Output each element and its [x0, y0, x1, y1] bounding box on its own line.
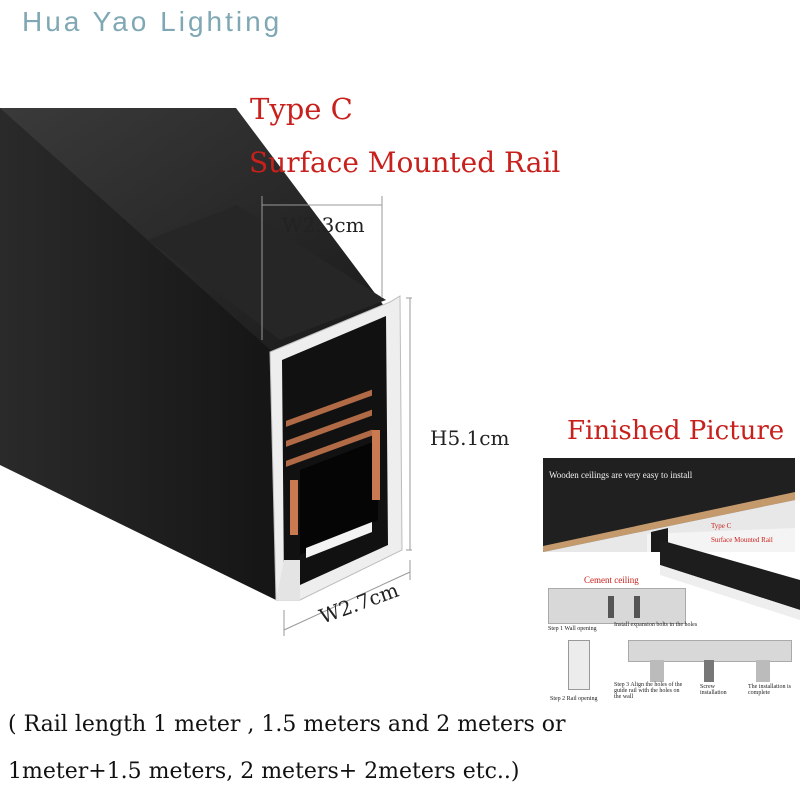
- finished-picture-title: Finished Picture: [567, 416, 785, 446]
- finished-photo: Wooden ceilings are very easy to install…: [543, 458, 795, 552]
- photo-label-type: Type C: [711, 522, 732, 530]
- rail-name: Surface Mounted Rail: [249, 146, 561, 179]
- photo-label-name: Surface Mounted Rail: [711, 536, 773, 544]
- brand-name: Hua Yao Lighting: [22, 6, 283, 37]
- installed-rail-drawing: [756, 660, 770, 682]
- step-1b-label: Install expansion bolts in the holes: [614, 622, 698, 628]
- width-top-label: W2.3cm: [282, 213, 365, 237]
- photo-caption: Wooden ceilings are very easy to install: [549, 470, 693, 480]
- rail-length-note-line1: ( Rail length 1 meter , 1.5 meters and 2…: [8, 712, 566, 737]
- copper-strip: [286, 409, 372, 447]
- step-screw-label: Screw installation: [700, 684, 727, 696]
- cement-ceiling-block-2: [628, 640, 792, 662]
- rail-perspective: [660, 540, 800, 620]
- step-1-label: Step 1 Wall opening: [548, 626, 597, 632]
- height-label: H5.1cm: [430, 426, 510, 450]
- rail-opening-drawing: [568, 640, 590, 690]
- cement-ceiling-title: Cement ceiling: [584, 575, 639, 585]
- type-title: Type C: [250, 92, 353, 126]
- rail-length-note-line2: 1meter+1.5 meters, 2 meters+ 2meters etc…: [8, 759, 520, 784]
- copper-strip: [286, 429, 372, 467]
- copper-strip: [286, 389, 372, 427]
- step-2-label: Step 2 Rail opening: [550, 696, 598, 702]
- cement-ceiling-block-1: [548, 588, 686, 624]
- expansion-bolt-icon: [634, 596, 640, 618]
- step-complete-label: The installation is complete: [748, 684, 791, 696]
- step-3-label: Step 3 Align the holes of the guide rail…: [614, 682, 683, 700]
- guide-rail-drawing: [650, 660, 664, 682]
- expansion-bolt-icon: [608, 596, 614, 618]
- wooden-ceiling-photo: [543, 492, 795, 552]
- screw-icon: [704, 660, 714, 682]
